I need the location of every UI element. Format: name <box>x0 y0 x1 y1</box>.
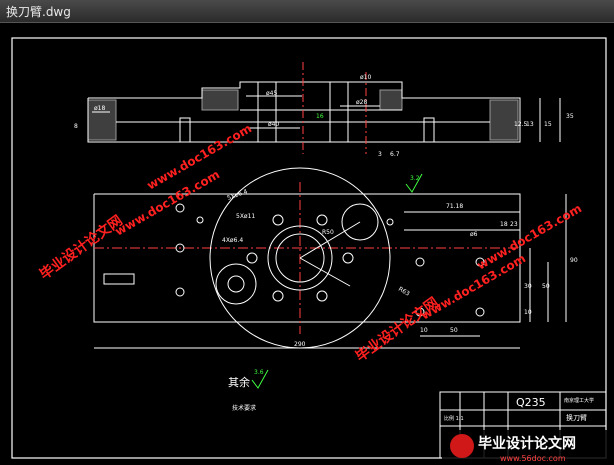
drawing-border <box>11 37 607 459</box>
dim-d40: ø40 <box>268 121 279 128</box>
dim-v15: 15 <box>544 121 552 128</box>
footer-badge: 毕业设计论文网 www.56doc.com <box>442 430 608 463</box>
dim-d18: ø18 <box>94 105 105 112</box>
dim-71-18: 71.18 <box>446 203 463 210</box>
dim-23: 23 <box>510 221 518 228</box>
dim-v13: 13 <box>526 121 534 128</box>
scale-meta: 比例 1:1 <box>444 415 464 422</box>
footer-site-text: 毕业设计论文网 <box>478 435 576 452</box>
dim-v10: 10 <box>524 309 532 316</box>
dim-h50: 50 <box>450 327 458 334</box>
dim-v8: 8 <box>74 123 78 130</box>
dim-h10: 10 <box>420 327 428 334</box>
dim-v6-7: 6.7 <box>390 151 400 158</box>
watermark-url-3: www.doc163.com <box>419 251 529 322</box>
dim-5x11: 5Xø11 <box>236 213 255 220</box>
part-name: 换刀臂 <box>566 413 587 422</box>
title-bar[interactable]: 换刀臂.dwg <box>0 0 614 23</box>
dim-v3: 3 <box>378 151 382 158</box>
dim-r50: R50 <box>322 229 334 236</box>
roughness-top: 3.2 <box>410 175 420 182</box>
dim-4x6-4: 4Xø6.4 <box>222 237 243 244</box>
rest-label: 其余 <box>228 375 250 389</box>
watermarks: 毕业设计论文网 www.doc163.com www.doc163.com 毕业… <box>36 121 584 365</box>
plan-view <box>93 167 567 349</box>
dim-v90: 90 <box>570 257 578 264</box>
dim-d10: ø10 <box>360 74 371 81</box>
footer-url-text: www.56doc.com <box>500 454 566 463</box>
dim-r63: R63 <box>397 286 411 298</box>
dim-18: 18 <box>500 221 508 228</box>
logo-icon <box>450 434 474 458</box>
window-title: 换刀臂.dwg <box>6 5 71 19</box>
dim-v35: 35 <box>566 113 574 120</box>
dim-v30: 30 <box>524 283 532 290</box>
tech-requirements: 技术要求 <box>232 404 256 412</box>
notes: 其余 3.6 技术要求 <box>228 369 269 412</box>
material-label: Q235 <box>516 396 546 409</box>
dim-v12-5: 12.5 <box>514 121 528 128</box>
rest-roughness: 3.6 <box>254 369 264 376</box>
roughness-symbol-top <box>405 173 423 193</box>
roughness-symbol-rest <box>251 369 269 389</box>
company-name: 南京理工大学 <box>564 397 594 404</box>
dim-d28: ø28 <box>356 99 367 106</box>
dim-5x6-4: 5Xø6.4 <box>226 188 248 202</box>
dim-v50: 50 <box>542 283 550 290</box>
cad-canvas[interactable]: ø45 ø40 ø10 ø28 ø18 8 3 6.7 12.5 13 15 3… <box>0 22 614 465</box>
section-view <box>87 62 561 154</box>
dim-h290: 290 <box>294 341 306 348</box>
dim-d6: ø6 <box>470 231 478 238</box>
dim-v16: 16 <box>316 113 324 120</box>
dim-d45: ø45 <box>266 90 277 97</box>
